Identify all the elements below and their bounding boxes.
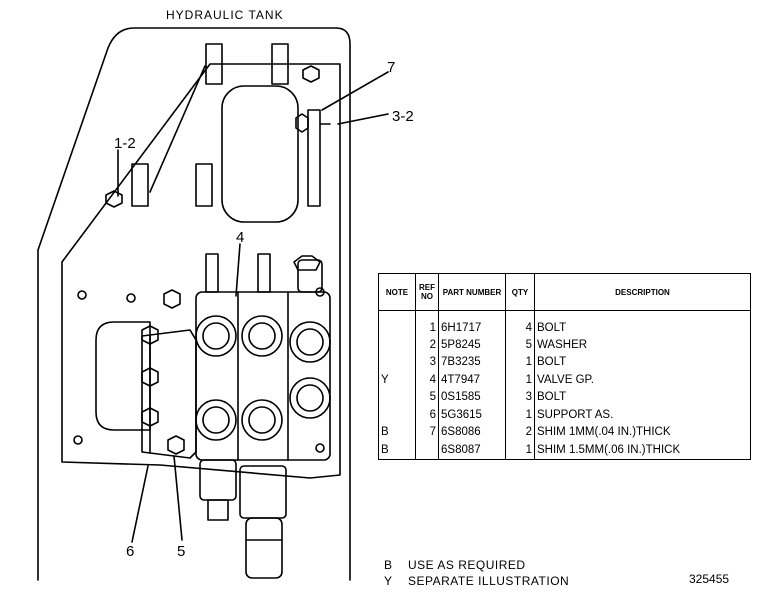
cell-part-number: 6H1717 bbox=[438, 310, 506, 336]
cell-description: SHIM 1.5MM(.06 IN.)THICK bbox=[534, 441, 751, 460]
port-4 bbox=[195, 399, 237, 441]
cell-description: BOLT bbox=[534, 353, 751, 371]
cell-qty: 3 bbox=[505, 388, 535, 406]
header-note: NOTE bbox=[378, 273, 416, 311]
table-row: 3 7B3235 1 BOLT bbox=[378, 353, 751, 371]
cell-ref bbox=[415, 441, 439, 460]
cell-part-number: 5G3615 bbox=[438, 406, 506, 424]
port-3 bbox=[289, 321, 331, 363]
callout-3-2: 3-2 bbox=[392, 108, 414, 125]
cell-part-number: 0S1585 bbox=[438, 388, 506, 406]
table-row: 2 5P8245 5 WASHER bbox=[378, 336, 751, 354]
cell-description: SUPPORT AS. bbox=[534, 406, 751, 424]
cell-note: B bbox=[378, 423, 416, 441]
cell-qty: 1 bbox=[505, 371, 535, 389]
port-2 bbox=[241, 315, 283, 357]
cell-note bbox=[378, 406, 416, 424]
cell-qty: 2 bbox=[505, 423, 535, 441]
cell-note bbox=[378, 353, 416, 371]
cell-description: BOLT bbox=[534, 388, 751, 406]
valve-body bbox=[195, 291, 331, 461]
legend-key: B bbox=[384, 558, 393, 572]
cell-ref: 6 bbox=[415, 406, 439, 424]
cell-note: Y bbox=[378, 371, 416, 389]
legend-text: SEPARATE ILLUSTRATION bbox=[408, 574, 570, 588]
table-row: 5 0S1585 3 BOLT bbox=[378, 388, 751, 406]
shim-strip bbox=[307, 109, 321, 207]
cell-ref: 4 bbox=[415, 371, 439, 389]
parts-table-header: NOTE REF NO PART NUMBER QTY DESCRIPTION bbox=[378, 273, 751, 311]
legend-item: B USE AS REQUIRED bbox=[384, 558, 526, 572]
cell-note bbox=[378, 336, 416, 354]
table-row: 6 5G3615 1 SUPPORT AS. bbox=[378, 406, 751, 424]
callout-7: 7 bbox=[387, 59, 395, 76]
header-ref-no: REF NO bbox=[415, 273, 439, 311]
cell-description: SHIM 1MM(.04 IN.)THICK bbox=[534, 423, 751, 441]
header-description: DESCRIPTION bbox=[534, 273, 751, 311]
cell-qty: 5 bbox=[505, 336, 535, 354]
cell-part-number: 5P8245 bbox=[438, 336, 506, 354]
cell-description: WASHER bbox=[534, 336, 751, 354]
port-5 bbox=[241, 399, 283, 441]
callout-1-2: 1-2 bbox=[114, 135, 136, 152]
table-row: Y 4 4T7947 1 VALVE GP. bbox=[378, 371, 751, 389]
callout-6: 6 bbox=[126, 543, 134, 560]
figure-number: 325455 bbox=[689, 572, 730, 586]
header-part-number: PART NUMBER bbox=[438, 273, 506, 311]
cell-ref: 5 bbox=[415, 388, 439, 406]
cell-part-number: 6S8086 bbox=[438, 423, 506, 441]
cell-description: BOLT bbox=[534, 310, 751, 336]
cell-part-number: 6S8087 bbox=[438, 441, 506, 460]
table-row: B 7 6S8086 2 SHIM 1MM(.04 IN.)THICK bbox=[378, 423, 751, 441]
parts-table: NOTE REF NO PART NUMBER QTY DESCRIPTION … bbox=[378, 273, 751, 460]
cell-note bbox=[378, 310, 416, 336]
tank-outline bbox=[37, 27, 351, 581]
bolt-top-right bbox=[302, 65, 320, 83]
cell-qty: 1 bbox=[505, 406, 535, 424]
cell-ref: 3 bbox=[415, 353, 439, 371]
cell-ref: 2 bbox=[415, 336, 439, 354]
cell-ref: 7 bbox=[415, 423, 439, 441]
bolt-left bbox=[105, 190, 123, 208]
cell-part-number: 4T7947 bbox=[438, 371, 506, 389]
tank-label: HYDRAULIC TANK bbox=[166, 8, 284, 22]
cell-qty: 1 bbox=[505, 441, 535, 460]
header-qty: QTY bbox=[505, 273, 535, 311]
cell-note bbox=[378, 388, 416, 406]
port-1 bbox=[195, 315, 237, 357]
cell-part-number: 7B3235 bbox=[438, 353, 506, 371]
support-plate bbox=[61, 63, 341, 479]
legend-text: USE AS REQUIRED bbox=[408, 558, 526, 572]
legend-key: Y bbox=[384, 574, 393, 588]
port-6 bbox=[289, 377, 331, 419]
cell-note: B bbox=[378, 441, 416, 460]
cell-ref: 1 bbox=[415, 310, 439, 336]
table-row: 1 6H1717 4 BOLT bbox=[378, 310, 751, 336]
cell-qty: 1 bbox=[505, 353, 535, 371]
cell-qty: 4 bbox=[505, 310, 535, 336]
cell-description: VALVE GP. bbox=[534, 371, 751, 389]
callout-4: 4 bbox=[236, 229, 244, 246]
callout-5: 5 bbox=[177, 543, 185, 560]
table-row: B 6S8087 1 SHIM 1.5MM(.06 IN.)THICK bbox=[378, 441, 751, 460]
legend-item: Y SEPARATE ILLUSTRATION bbox=[384, 574, 569, 588]
plate-window-top bbox=[221, 85, 299, 223]
